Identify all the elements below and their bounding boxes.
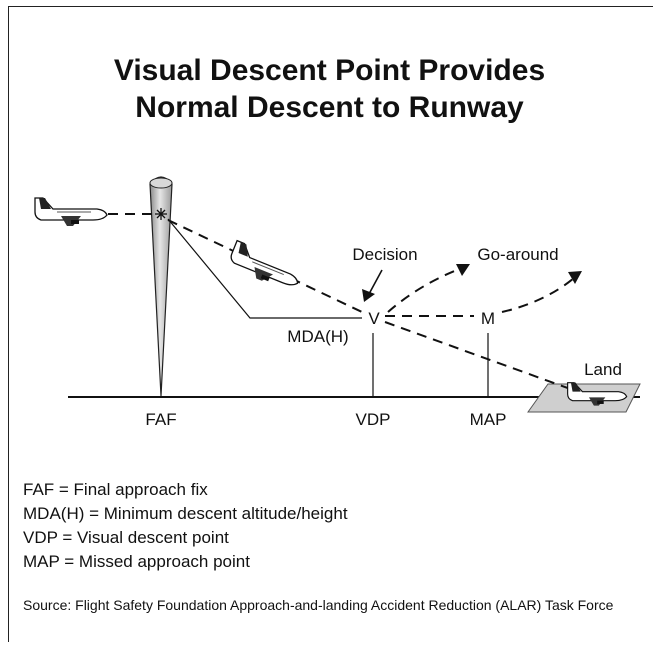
abbreviation-legend: FAF = Final approach fix MDA(H) = Minimu… [23, 478, 348, 574]
land-label: Land [584, 360, 622, 379]
faf-beacon-cone [149, 176, 173, 397]
vdp-label: VDP [356, 410, 391, 429]
title-line-2: Normal Descent to Runway [135, 91, 524, 124]
aircraft-landing-icon [567, 382, 628, 406]
goaround-label: Go-around [477, 245, 558, 264]
descent-to-runway-path [384, 321, 577, 392]
map-label: MAP [470, 410, 507, 429]
mda-label: MDA(H) [287, 327, 348, 346]
decision-arrow [368, 269, 383, 295]
aircraft-level-icon [34, 197, 108, 226]
title-line-1: Visual Descent Point Provides [113, 54, 546, 87]
legend-item-faf: FAF = Final approach fix [23, 480, 208, 499]
goaround-path-from-vdp [387, 267, 463, 313]
v-marker-label: V [368, 309, 380, 328]
figure-title: Visual Descent Point Provides Normal Des… [0, 52, 659, 126]
fix-marker-icon [155, 208, 167, 220]
goaround-arrow-2 [568, 271, 582, 284]
legend-item-vdp: VDP = Visual descent point [23, 528, 229, 547]
m-marker-label: M [481, 309, 495, 328]
decision-arrowhead [362, 289, 375, 302]
goaround-path-from-map [501, 277, 575, 313]
figure-frame [8, 6, 653, 642]
aircraft-descending-icon [230, 239, 299, 286]
decision-label: Decision [352, 245, 417, 264]
step-down-path [167, 218, 362, 319]
legend-item-mda: MDA(H) = Minimum descent altitude/height [23, 504, 348, 523]
legend-item-map: MAP = Missed approach point [23, 552, 250, 571]
faf-label: FAF [145, 410, 176, 429]
goaround-arrow-1 [456, 264, 470, 276]
source-note: Source: Flight Safety Foundation Approac… [23, 597, 614, 613]
